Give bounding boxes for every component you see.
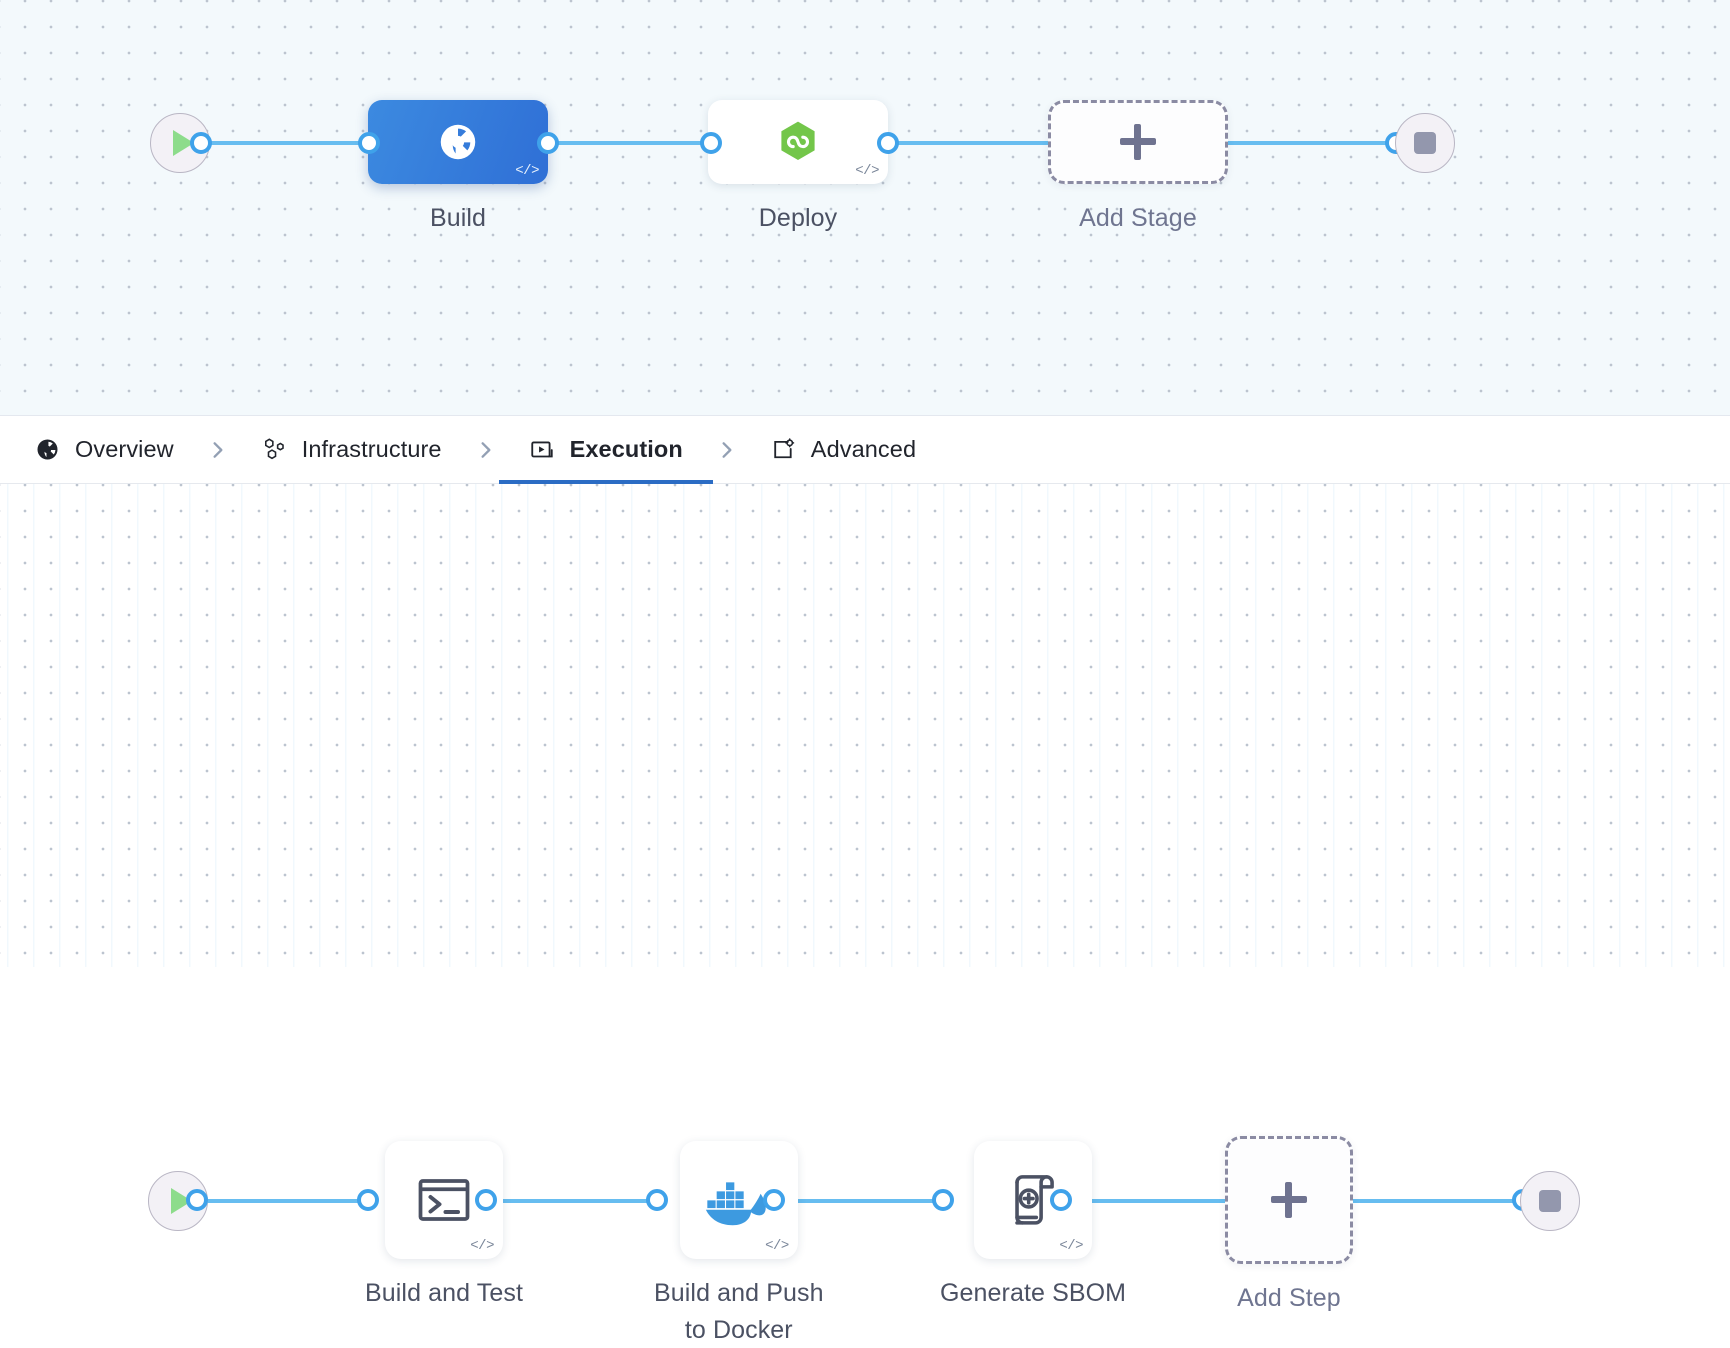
tab-label-execution: Execution	[569, 436, 683, 462]
step-port-docker-in[interactable]	[646, 1189, 668, 1211]
end-terminal[interactable]	[1520, 1171, 1580, 1231]
stage-port-start-out[interactable]	[190, 132, 212, 154]
step-port-sbom-in[interactable]	[932, 1189, 954, 1211]
step-port-sbom-out[interactable]	[1050, 1189, 1072, 1211]
stage-node-add-stage[interactable]: Add Stage	[1048, 100, 1228, 237]
add-step-button[interactable]	[1225, 1136, 1353, 1264]
harness-hexagon-icon	[781, 121, 815, 160]
step-port-build-in[interactable]	[357, 1189, 379, 1211]
code-badge-icon: </>	[470, 1238, 494, 1254]
stage-label-add-stage: Add Stage	[1079, 204, 1197, 232]
stage-row: </> Build </> Deploy Add Stage	[0, 0, 1730, 415]
chevron-right-icon	[715, 435, 738, 465]
stage-node-deploy[interactable]: </> Deploy	[708, 100, 888, 237]
chevron-right-icon	[206, 435, 229, 465]
tab-label-advanced: Advanced	[810, 436, 917, 462]
step-row: </> Build and Test	[0, 484, 1730, 1344]
end-terminal[interactable]	[1395, 113, 1455, 173]
plus-icon	[1120, 124, 1156, 160]
tab-advanced[interactable]: Advanced	[766, 416, 920, 484]
step-label-add-step: Add Step	[1237, 1284, 1341, 1312]
tab-overview[interactable]: Overview	[30, 416, 178, 484]
stage-port-deploy-in[interactable]	[700, 132, 722, 154]
step-node-build-and-test[interactable]: </> Build and Test	[365, 1141, 523, 1312]
stage-link-start-build	[200, 141, 378, 145]
play-box-icon	[529, 436, 556, 463]
stage-link-build-deploy	[540, 141, 722, 145]
stage-port-build-out[interactable]	[537, 132, 559, 154]
stage-card-build[interactable]: </>	[368, 100, 548, 184]
step-link-add-end	[1350, 1199, 1522, 1203]
add-stage-button[interactable]	[1048, 100, 1228, 184]
tab-infrastructure[interactable]: Infrastructure	[257, 416, 446, 484]
chevron-right-icon	[474, 435, 497, 465]
step-label-generate-sbom: Generate SBOM	[940, 1279, 1127, 1307]
stage-end-node[interactable]	[1395, 113, 1455, 173]
stage-label-deploy: Deploy	[758, 204, 838, 232]
hexagon-cluster-icon	[261, 436, 288, 463]
stage-link-deploy-add	[880, 141, 1058, 145]
step-node-generate-sbom[interactable]: </> Generate SBOM	[940, 1141, 1126, 1312]
code-badge-icon: </>	[765, 1238, 789, 1254]
stage-link-add-end	[1222, 141, 1400, 145]
stage-node-build[interactable]: </> Build	[368, 100, 548, 237]
step-link-start-build	[195, 1199, 367, 1203]
step-card-generate-sbom[interactable]: </>	[974, 1141, 1093, 1259]
tab-label-infrastructure: Infrastructure	[301, 436, 442, 462]
tab-label-overview: Overview	[75, 436, 174, 462]
stage-graph-canvas[interactable]: </> Build </> Deploy Add Stage	[0, 0, 1730, 416]
stage-label-build: Build	[429, 204, 487, 232]
code-badge-icon: </>	[1059, 1238, 1084, 1254]
stage-card-deploy[interactable]: </>	[708, 100, 888, 184]
build-pie-icon	[440, 124, 476, 160]
stage-port-deploy-out[interactable]	[877, 132, 899, 154]
play-icon	[172, 130, 194, 156]
step-label-build-and-push-to-docker: Build and Push to Docker	[654, 1279, 824, 1344]
terminal-icon	[418, 1179, 470, 1221]
step-port-start-out[interactable]	[186, 1189, 208, 1211]
stop-icon	[1414, 132, 1436, 154]
step-node-build-and-push-to-docker[interactable]: </> Build and Push to Docker	[654, 1141, 824, 1348]
step-node-add-step[interactable]: Add Step	[1225, 1136, 1353, 1317]
step-port-build-out[interactable]	[475, 1189, 497, 1211]
card-gear-icon	[770, 436, 797, 463]
stop-icon	[1539, 1190, 1561, 1212]
plus-icon	[1271, 1182, 1307, 1218]
step-port-docker-out[interactable]	[763, 1189, 785, 1211]
overview-pie-icon	[34, 436, 61, 463]
step-label-build-and-test: Build and Test	[365, 1279, 523, 1307]
tab-execution[interactable]: Execution	[498, 416, 714, 484]
stage-config-tabbar[interactable]: Overview Infrastructure Execution	[0, 416, 1730, 484]
code-badge-icon: </>	[515, 163, 539, 179]
stage-port-build-in[interactable]	[358, 132, 380, 154]
code-badge-icon: </>	[855, 163, 879, 179]
step-graph-canvas[interactable]: </> Build and Test	[0, 484, 1730, 1344]
step-end-node[interactable]	[1520, 1171, 1580, 1231]
